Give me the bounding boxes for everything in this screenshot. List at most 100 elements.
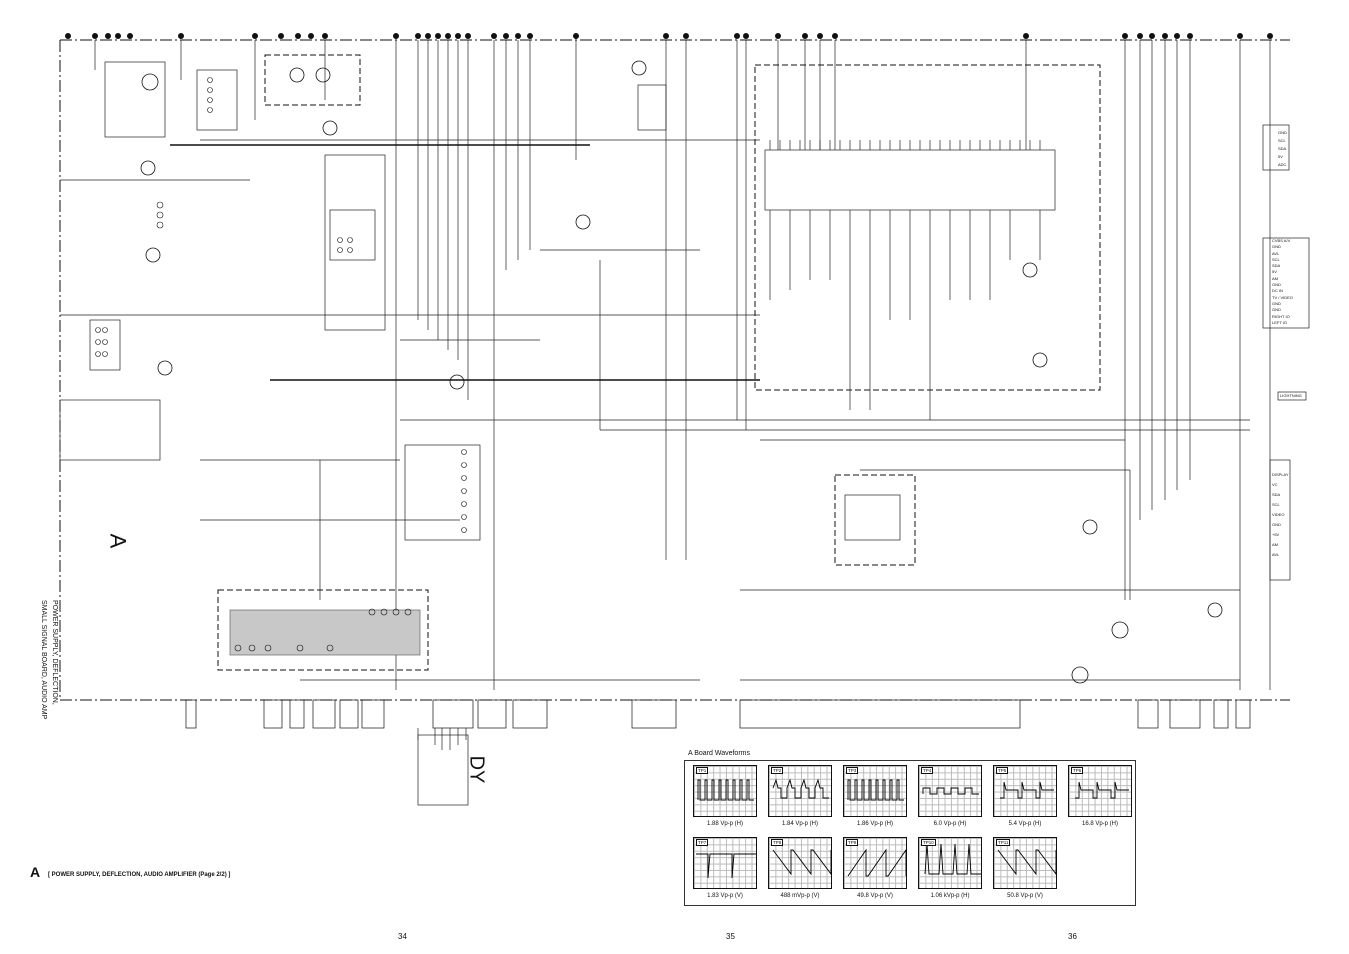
connector-pin-label: SCL [1278, 138, 1286, 143]
main-ic-pins [769, 140, 1041, 420]
waveform-trace [696, 853, 756, 879]
connector-pin-label: GND [1272, 300, 1281, 306]
waveform-caption: 1.84 Vp-p (H) [781, 821, 818, 827]
waveform-caption: 49.8 Vp-p (V) [857, 893, 893, 899]
waveform-scope-tp4: TP4 [918, 765, 982, 817]
right-connector-1-labels: GND SCL SDA 5V ADC [1278, 129, 1287, 169]
right-connector-4 [1269, 459, 1291, 581]
connector-pin-label: ADC [1278, 162, 1287, 167]
waveform-trace [924, 843, 981, 875]
waveform-scope-tp10: TP10 [918, 837, 982, 889]
page-number-34: 34 [398, 932, 407, 941]
test-point-label: TP10 [921, 839, 936, 846]
waveform-trace-svg [772, 849, 832, 876]
waveform-trace [922, 787, 979, 795]
test-point-label: TP6 [1071, 767, 1084, 774]
transistors [140, 60, 1223, 684]
connector-pin-label: AM [1272, 275, 1278, 281]
test-point-label: TP4 [921, 767, 934, 774]
waveform-trace-svg [847, 779, 904, 801]
connector-pin-label: VIDEO [1272, 512, 1285, 517]
coil-terminals [95, 77, 467, 652]
test-point-label: TP8 [771, 839, 784, 846]
waveform-trace [1000, 781, 1054, 799]
main-ic-dashed-block [754, 64, 1101, 391]
connector-pin-label: VC [1272, 482, 1278, 487]
waveform-trace-svg [697, 779, 754, 801]
test-point-label: TP2 [771, 767, 784, 774]
waveform-trace [847, 848, 907, 877]
waveform-trace-svg [772, 778, 829, 799]
connector-pin-label: 5V [1278, 154, 1283, 159]
waveform-scope-tp1: TP1 [693, 765, 757, 817]
test-point-label: TP5 [996, 767, 1009, 774]
waveform-scope-tp7: TP7 [693, 837, 757, 889]
connector-pin-label: GND [1272, 307, 1281, 313]
bottom-connectors [185, 699, 1251, 729]
section-title: [ POWER SUPPLY, DEFLECTION, AUDIO AMPLIF… [48, 872, 231, 878]
waveform-trace-svg [696, 853, 756, 879]
board-rotated-title: POWER SUPPLY, DEFLECTION, SMALL SIGNAL B… [40, 600, 58, 720]
test-point-label: TP11 [996, 839, 1011, 846]
waveform-scope-tp8: TP8 [768, 837, 832, 889]
connector-pin-label: DISPLAY [1272, 472, 1289, 477]
waveform-caption: 488 mVp-p (V) [780, 893, 820, 899]
waveform-scope-tp3: TP3 [843, 765, 907, 817]
vertical-signal-lines [94, 40, 1271, 690]
connector-pin-label: AM [1272, 542, 1278, 547]
waveform-trace [772, 778, 829, 799]
connector-pin-label: SDA [1272, 492, 1281, 497]
right-connector-3 [1277, 391, 1307, 401]
connector-pin-label: SDA [1278, 146, 1287, 151]
connector-pin-label: 5V [1272, 269, 1277, 275]
waveform-trace [772, 849, 832, 876]
waveform-trace-svg [1000, 781, 1054, 799]
waveform-trace-svg [1075, 781, 1129, 799]
board-letter: A [105, 533, 131, 549]
right-connector-3-label: LIGHTNING [1280, 393, 1302, 398]
waveform-trace-svg [997, 849, 1057, 876]
section-label: A [30, 864, 41, 880]
connector-pin-label: CVBS A/V [1272, 238, 1291, 243]
right-connector-2 [1262, 237, 1310, 329]
waveform-trace [697, 779, 754, 801]
main-ic-body [764, 149, 1056, 211]
waveform-trace [1075, 781, 1129, 799]
dy-label: DY [465, 755, 488, 784]
waveform-caption: 1.83 Vp-p (V) [707, 893, 743, 899]
connector-pin-label: GND [1272, 282, 1281, 288]
connector-pin-label: GND [1272, 244, 1281, 250]
waveform-scope-tp9: TP9 [843, 837, 907, 889]
connector-pin-label: +5V [1272, 532, 1280, 537]
page-number-35: 35 [726, 932, 735, 941]
waveform-trace [847, 779, 904, 801]
waveform-caption: 1.06 kVp-p (H) [930, 893, 970, 899]
test-point-label: TP9 [846, 839, 859, 846]
deflection-yoke-wires [417, 728, 467, 750]
waveform-scope-tp6: TP6 [1068, 765, 1132, 817]
connector-pin-label: SDA [1272, 263, 1281, 269]
page-number-36: 36 [1068, 932, 1077, 941]
horizontal-wires [60, 139, 1250, 681]
connector-pin-label: RIGHT IO [1272, 313, 1290, 319]
component-blocks [59, 54, 916, 806]
waveform-caption: 6.0 Vp-p (H) [933, 821, 967, 827]
waveforms-title: A Board Waveforms [688, 750, 750, 757]
connector-pin-label: TV / VIDEO [1272, 294, 1293, 300]
waveform-caption: 1.86 Vp-p (H) [856, 821, 893, 827]
connector-pin-label: AVL [1272, 250, 1280, 256]
waveform-caption: 16.8 Vp-p (H) [1081, 821, 1118, 827]
waveform-caption: 50.8 Vp-p (V) [1007, 893, 1043, 899]
waveform-scope-tp2: TP2 [768, 765, 832, 817]
waveform-trace-svg [924, 843, 981, 875]
connector-pin-label: SCL [1272, 502, 1280, 507]
connector-pin-label: AVL [1272, 552, 1280, 557]
waveform-trace-svg [922, 787, 979, 795]
connector-pin-label: GND [1278, 130, 1287, 135]
test-point-label: TP7 [696, 839, 709, 846]
test-point-label: TP1 [696, 767, 709, 774]
